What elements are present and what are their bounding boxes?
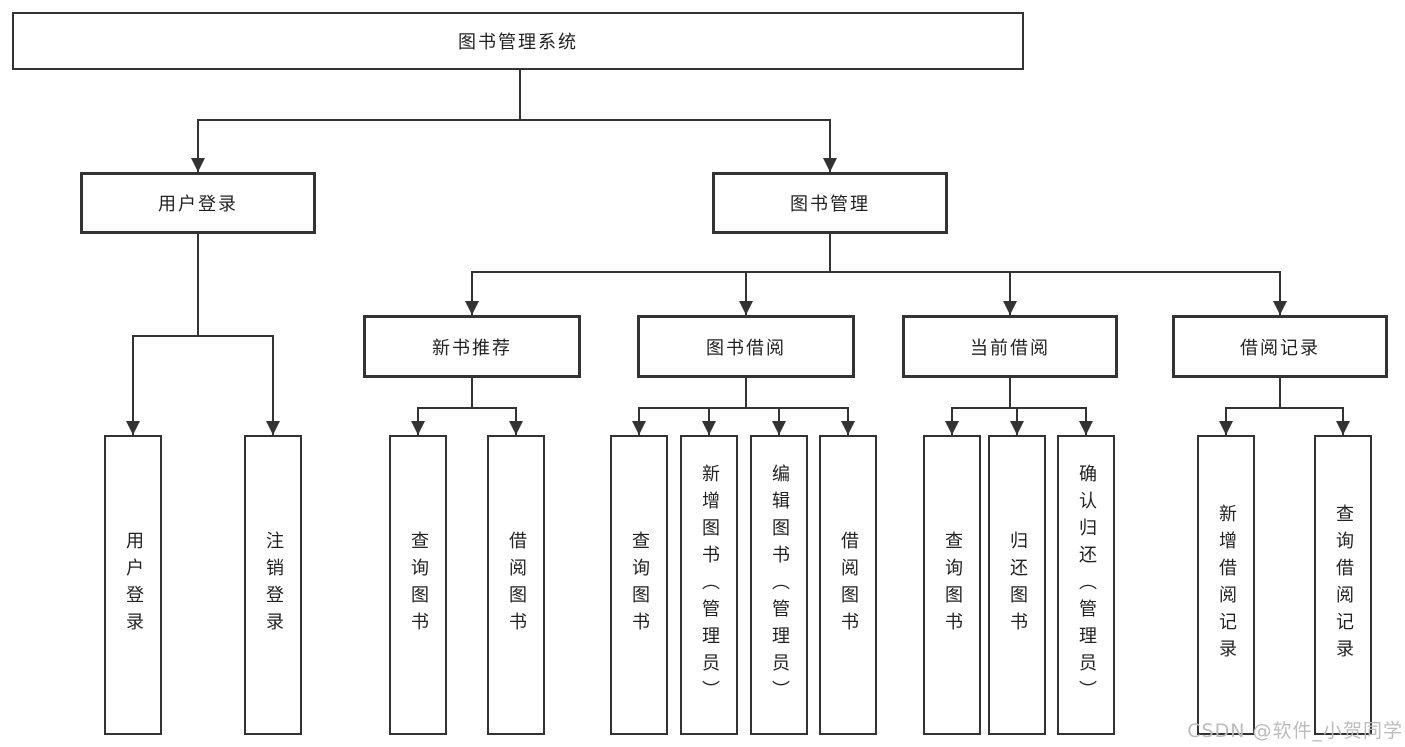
node-new-book-recommend: 新书推荐 — [363, 315, 581, 378]
node-label: 新书推荐 — [432, 337, 512, 359]
node-label: 借阅记录 — [1240, 337, 1320, 359]
node-label: 当前借阅 — [970, 337, 1050, 359]
node-label: 用户登录 — [158, 194, 238, 215]
leaf-label: 借阅图书 — [506, 531, 527, 639]
leaf-br-query-record: 查询借阅记录 — [1314, 435, 1372, 735]
leaf-nbr-query-books: 查询图书 — [389, 435, 447, 735]
node-borrow-records: 借阅记录 — [1172, 315, 1388, 378]
node-label: 图书管理 — [790, 194, 870, 215]
leaf-label: 查询图书 — [408, 531, 429, 639]
leaf-bb-query-books: 查询图书 — [610, 435, 668, 735]
leaf-label: 用户登录 — [123, 531, 144, 639]
leaf-label: 借阅图书 — [838, 531, 859, 639]
leaf-label: 查询图书 — [629, 531, 650, 639]
leaf-label: 归还图书 — [1007, 531, 1028, 639]
leaf-cb-query-books: 查询图书 — [923, 435, 981, 735]
leaf-bb-edit-books: 编辑图书（管理员） — [750, 435, 808, 735]
node-book-borrow: 图书借阅 — [637, 315, 855, 378]
csdn-watermark: CSDN @软件_小贺同学 — [1187, 720, 1403, 742]
leaf-nbr-borrow-books: 借阅图书 — [487, 435, 545, 735]
node-label: 图书管理系统 — [458, 32, 578, 53]
leaf-cb-confirm-return: 确认归还（管理员） — [1057, 435, 1115, 735]
node-label: 图书借阅 — [706, 337, 786, 359]
leaf-label: 新增借阅记录 — [1216, 504, 1237, 666]
leaf-label: 查询图书 — [942, 531, 963, 639]
leaf-label: 编辑图书（管理员） — [769, 463, 790, 707]
node-root-system: 图书管理系统 — [12, 12, 1024, 70]
leaf-label: 确认归还（管理员） — [1076, 463, 1097, 707]
leaf-bb-borrow-books: 借阅图书 — [819, 435, 877, 735]
leaf-label: 查询借阅记录 — [1333, 504, 1354, 666]
leaf-label: 注销登录 — [263, 531, 284, 639]
node-book-mgmt-branch: 图书管理 — [712, 172, 948, 234]
leaf-bb-add-books: 新增图书（管理员） — [680, 435, 738, 735]
leaf-br-add-record: 新增借阅记录 — [1197, 435, 1255, 735]
node-user-login-branch: 用户登录 — [80, 172, 316, 234]
leaf-label: 新增图书（管理员） — [699, 463, 720, 707]
leaf-cb-return-books: 归还图书 — [988, 435, 1046, 735]
leaf-user-login: 用户登录 — [104, 435, 162, 735]
node-current-borrow: 当前借阅 — [902, 315, 1118, 378]
leaf-logout: 注销登录 — [244, 435, 302, 735]
